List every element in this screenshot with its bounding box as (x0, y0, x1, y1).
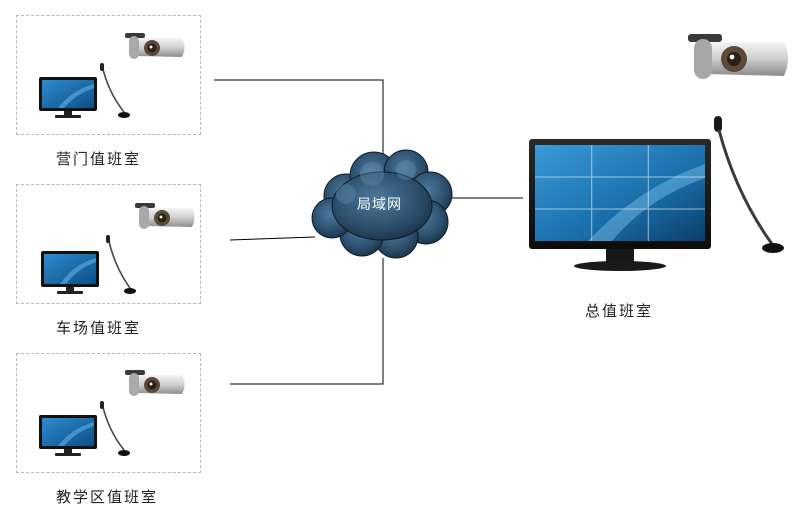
main-station-label: 总值班室 (585, 302, 654, 320)
network-label: 局域网 (357, 197, 402, 213)
camera-icon (135, 203, 195, 229)
microphone-icon (100, 401, 130, 456)
microphone-icon (100, 63, 130, 118)
station-box-1 (16, 15, 201, 135)
camera-icon (125, 33, 185, 59)
station-label-1: 营门值班室 (56, 150, 142, 168)
camera-icon (125, 370, 185, 396)
station-label-2: 车场值班室 (56, 319, 142, 337)
monitor-icon (39, 77, 97, 118)
monitor-icon (41, 251, 99, 294)
station-box-3 (16, 353, 201, 473)
cloud-icon (311, 149, 453, 259)
monitor-icon (529, 139, 711, 271)
microphone-icon (714, 116, 784, 253)
microphone-icon (106, 235, 136, 294)
monitor-icon (39, 415, 97, 456)
line-station-1 (214, 79, 384, 158)
station-label-3: 教学区值班室 (56, 488, 159, 506)
camera-icon (688, 34, 788, 79)
line-station-2 (229, 236, 316, 241)
line-station-3 (230, 258, 384, 385)
